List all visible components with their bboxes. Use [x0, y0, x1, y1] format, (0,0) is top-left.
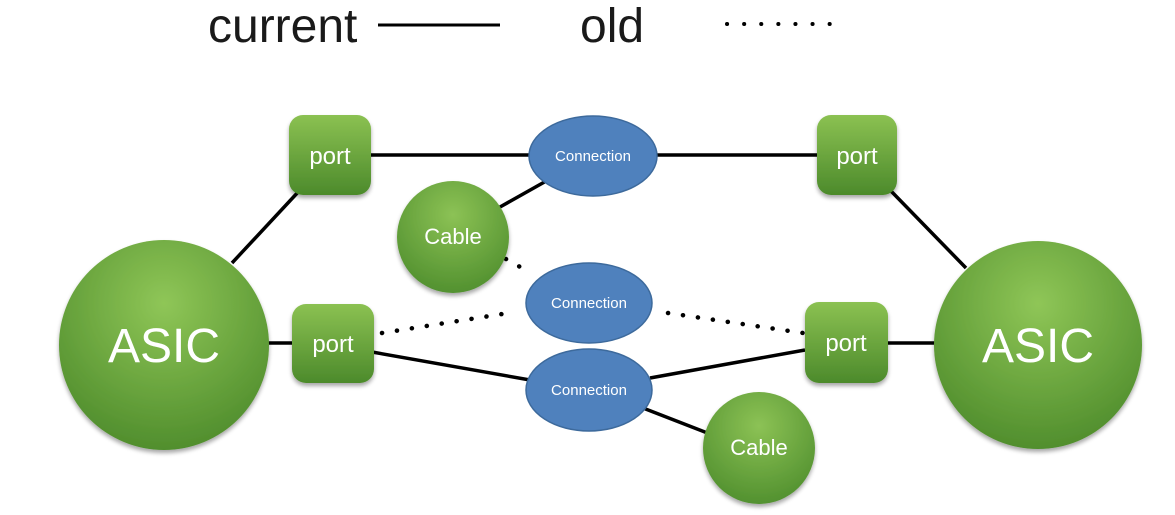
link-connection-bottom-to-cable-bottom	[642, 406, 711, 436]
current-links	[230, 153, 968, 436]
port-bottom-left-box	[292, 304, 374, 383]
asic-left-label: ASIC	[108, 320, 220, 373]
cable-top-label: Cable	[424, 224, 481, 249]
cable-bottom-circle	[703, 392, 815, 504]
legend: current old	[208, 0, 832, 53]
connection-middle-ellipse	[525, 262, 653, 344]
old-link-cable-top-to-connection-middle	[503, 256, 525, 271]
port-top-left-label: port	[309, 143, 351, 170]
port-bottom-left-node: port	[292, 304, 374, 383]
connection-top-ellipse	[528, 115, 658, 197]
asic-right-label: ASIC	[982, 320, 1094, 373]
connection-bottom-ellipse	[525, 348, 653, 432]
legend-old-label: old	[580, 0, 644, 53]
connection-middle-node: Connection	[525, 262, 653, 344]
port-bottom-right-label: port	[825, 330, 867, 357]
cable-top-node: Cable	[397, 181, 509, 293]
asic-right-node: ASIC	[934, 241, 1142, 449]
port-top-left-box	[289, 115, 371, 195]
link-connection-bottom-to-port-bottom-right	[649, 348, 806, 380]
port-top-right-node: port	[817, 115, 897, 195]
cable-bottom-label: Cable	[730, 435, 787, 460]
port-top-right-box	[817, 115, 897, 195]
port-top-left-node: port	[289, 115, 371, 195]
asic-left-node: ASIC	[59, 240, 269, 450]
legend-current-label: current	[208, 0, 357, 53]
old-links	[379, 256, 806, 336]
link-port-top-right-to-asic-right	[888, 188, 968, 270]
connection-top-node: Connection	[528, 115, 658, 197]
cable-bottom-node: Cable	[703, 392, 815, 504]
link-asic-left-to-port-top-left	[230, 188, 302, 265]
link-port-bottom-left-to-connection-bottom	[371, 350, 531, 382]
cable-top-circle	[397, 181, 509, 293]
connection-top-label: Connection	[555, 148, 631, 165]
connection-bottom-label: Connection	[551, 382, 627, 399]
connection-bottom-node: Connection	[525, 348, 653, 432]
asic-right-circle	[934, 241, 1142, 449]
port-bottom-right-box	[805, 302, 888, 383]
port-bottom-left-label: port	[312, 331, 354, 358]
old-link-port-bottom-left-to-connection-middle	[379, 309, 518, 336]
asic-left-circle	[59, 240, 269, 450]
port-top-right-label: port	[836, 143, 878, 170]
connection-middle-label: Connection	[551, 295, 627, 312]
old-link-connection-middle-to-port-bottom-right	[665, 310, 806, 336]
port-bottom-right-node: port	[805, 302, 888, 383]
link-cable-top-to-connection-top	[499, 178, 549, 209]
